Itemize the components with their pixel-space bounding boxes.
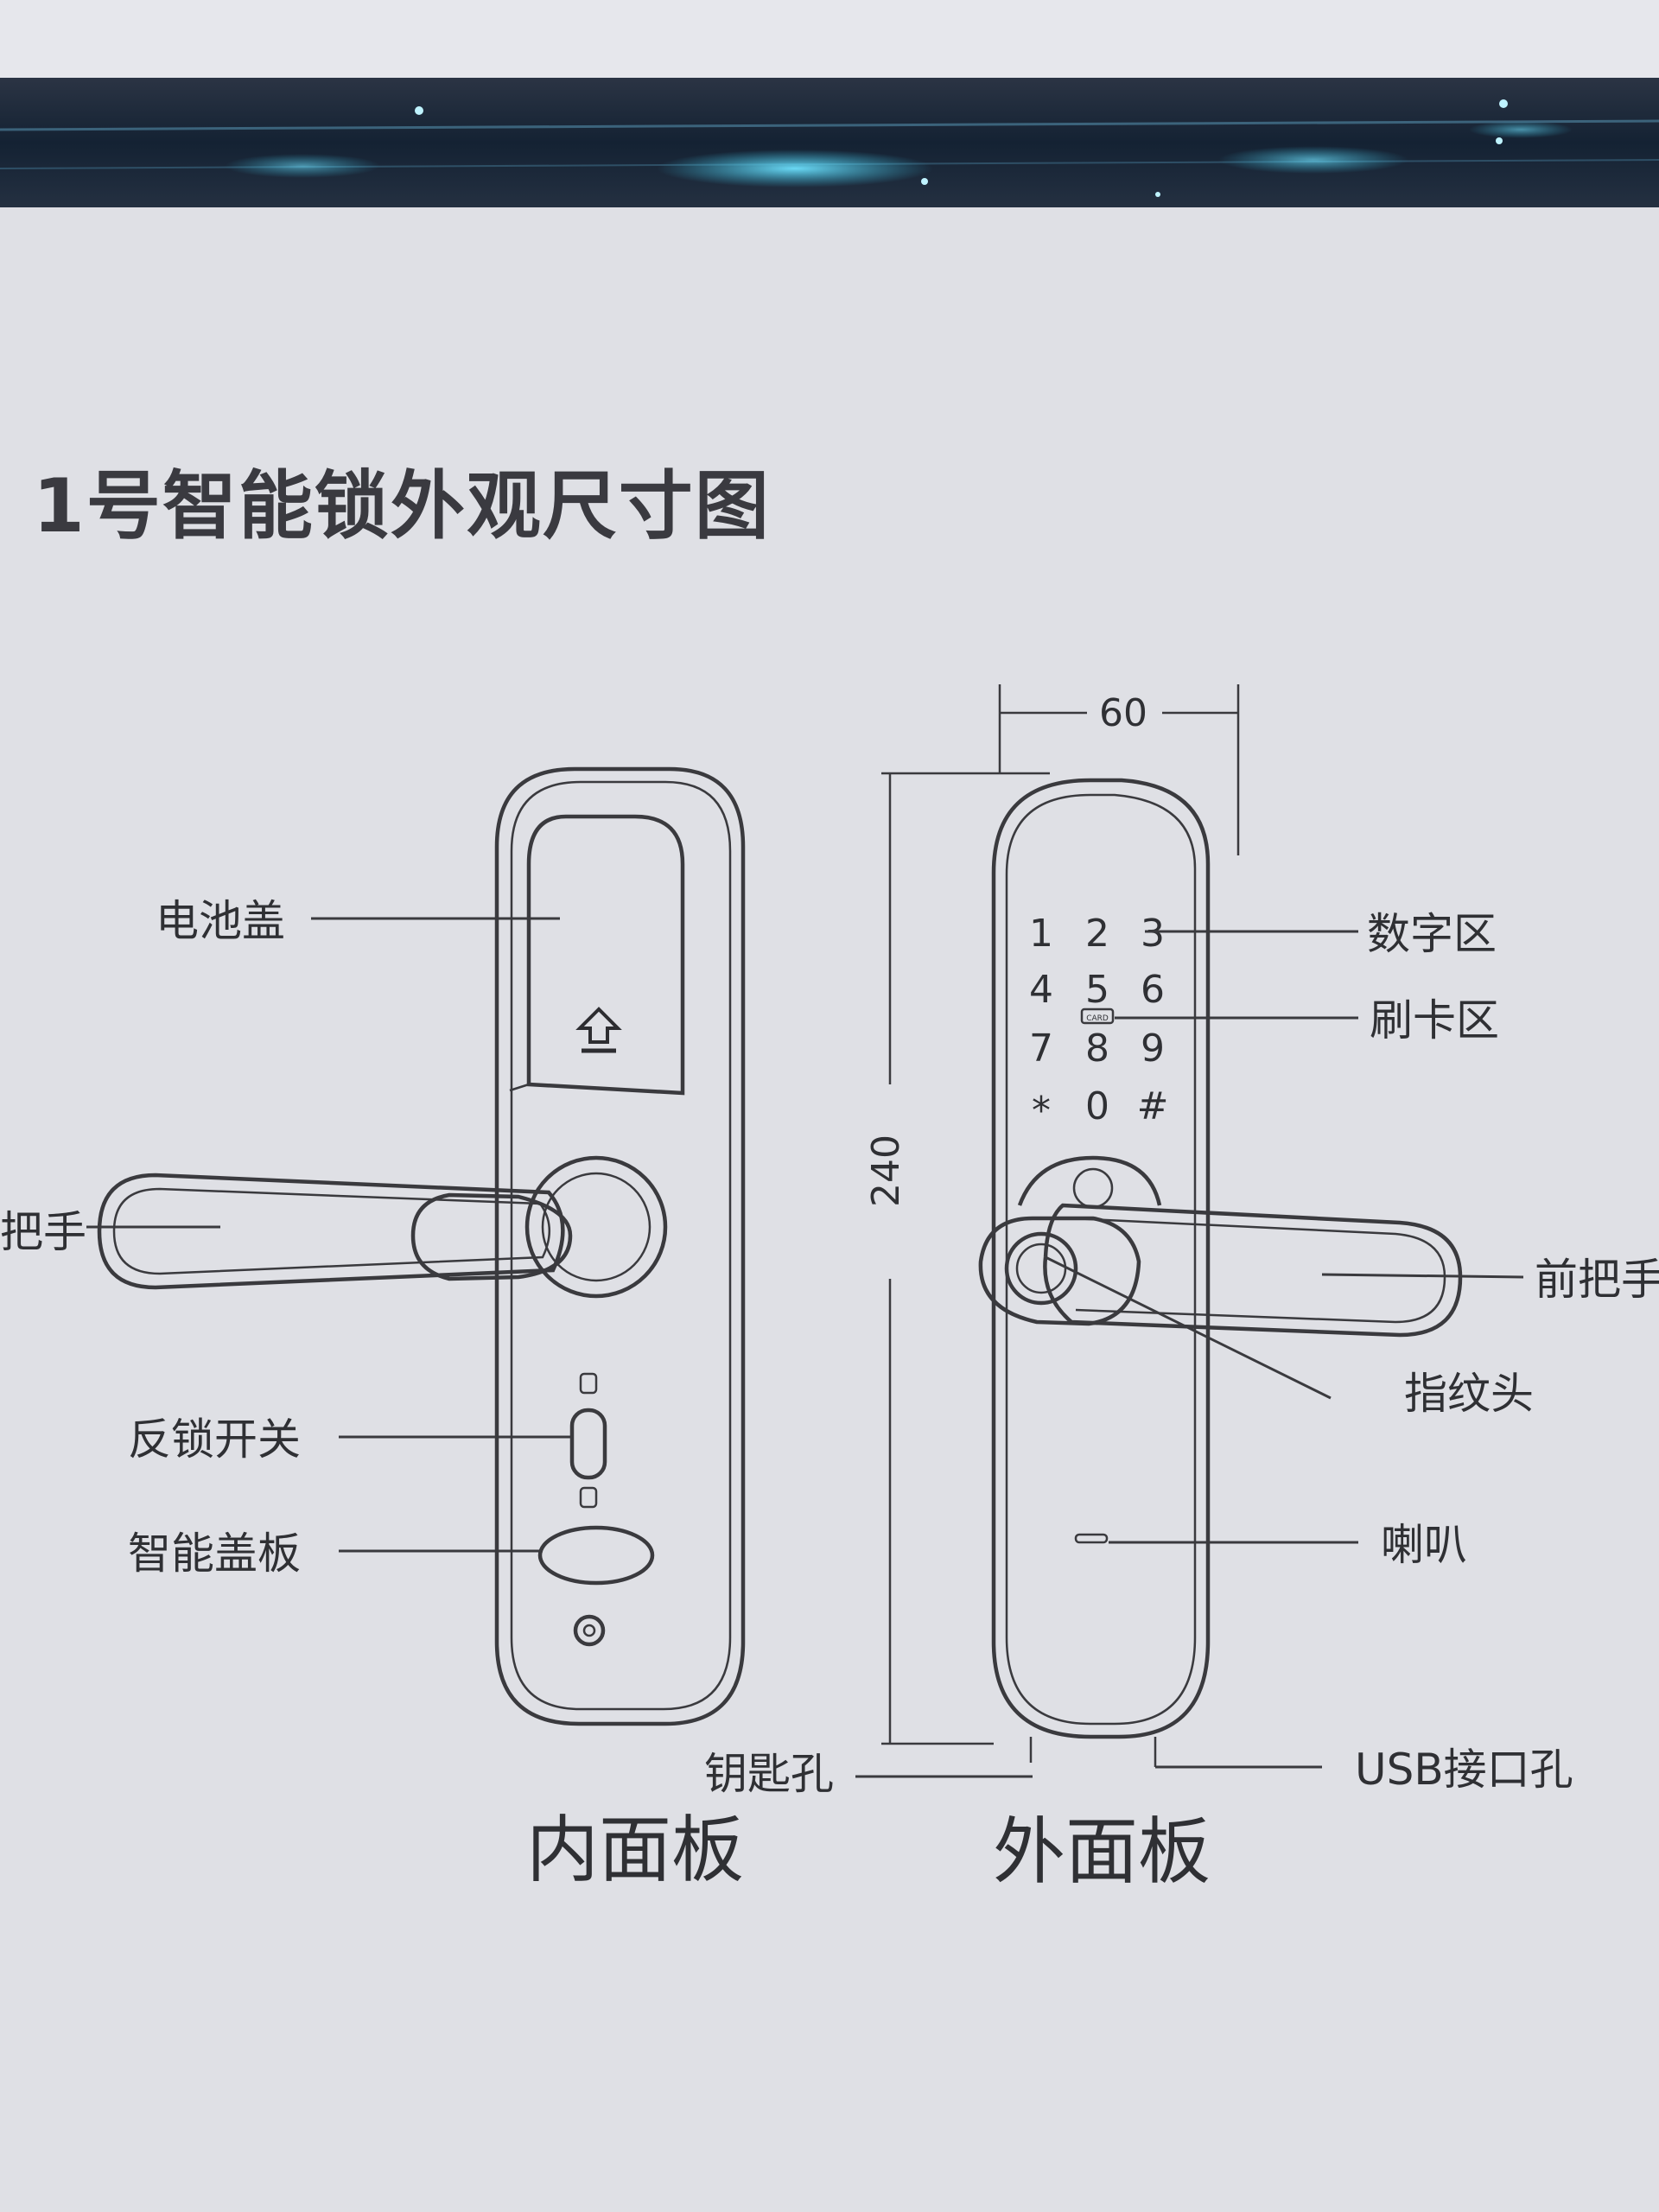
battery-cover-shape <box>526 814 685 1096</box>
keypad-key[interactable]: 2 <box>1085 912 1109 956</box>
keypad-key[interactable]: 7 <box>1029 1027 1053 1071</box>
label-usb-port: USB接口孔 <box>1355 1745 1573 1795</box>
svg-text:CARD: CARD <box>1086 1014 1109 1023</box>
caption-outer-panel: 外面板 <box>993 1809 1211 1894</box>
dimension-width: 60 <box>1099 691 1147 735</box>
keypad-key[interactable]: * <box>1032 1089 1051 1133</box>
keypad-key[interactable]: # <box>1137 1084 1169 1128</box>
dimension-height: 240 <box>864 1135 908 1207</box>
label-front-handle: 前把手 <box>1535 1255 1659 1305</box>
dimension-lines: 60 240 <box>864 684 1240 1745</box>
keypad-key[interactable]: 8 <box>1085 1027 1109 1071</box>
keypad-key[interactable]: 9 <box>1141 1027 1165 1071</box>
speaker-shape <box>1074 1533 1109 1544</box>
label-keyhole: 钥匙孔 <box>704 1749 834 1799</box>
outer-panel: 1 2 3 4 5 6 7 8 9 * 0 # CARD <box>978 778 1463 1767</box>
label-battery-cover: 电池盖 <box>156 896 285 946</box>
callouts: 电池盖 把手 反锁开关 智能盖板 钥匙孔 数字区 刷卡区 前把手 指纹头 喇叭 … <box>0 896 1659 1799</box>
arrow-up-icon <box>575 1007 622 1053</box>
label-card-area: 刷卡区 <box>1370 995 1499 1046</box>
smart-cover-shape <box>537 1525 655 1586</box>
label-handle: 把手 <box>0 1207 86 1257</box>
inner-panel <box>97 766 746 1726</box>
keypad-key[interactable]: 0 <box>1085 1084 1109 1128</box>
label-keypad-area: 数字区 <box>1367 909 1497 959</box>
header-banner <box>0 0 1659 216</box>
fingerprint-sensor-shape <box>1004 1231 1078 1306</box>
caption-inner-panel: 内面板 <box>526 1808 744 1892</box>
front-handle-shape <box>1043 1203 1463 1338</box>
card-icon: CARD <box>1080 1007 1115 1025</box>
keypad-key[interactable]: 1 <box>1029 912 1053 956</box>
keypad: 1 2 3 4 5 6 7 8 9 * 0 # <box>1029 912 1168 1133</box>
keypad-key[interactable]: 4 <box>1029 968 1053 1012</box>
deadlock-switch-shape <box>569 1372 607 1509</box>
handle-shape <box>97 1173 565 1290</box>
label-speaker: 喇叭 <box>1381 1520 1467 1570</box>
keypad-key[interactable]: 5 <box>1085 968 1109 1012</box>
keypad-key[interactable]: 3 <box>1141 912 1165 956</box>
keypad-key[interactable]: 6 <box>1141 968 1165 1012</box>
label-smart-cover: 智能盖板 <box>128 1529 301 1579</box>
page-title: 1号智能锁外观尺寸图 <box>33 463 771 550</box>
label-fingerprint: 指纹头 <box>1404 1369 1534 1419</box>
label-deadlock-switch: 反锁开关 <box>128 1414 301 1465</box>
